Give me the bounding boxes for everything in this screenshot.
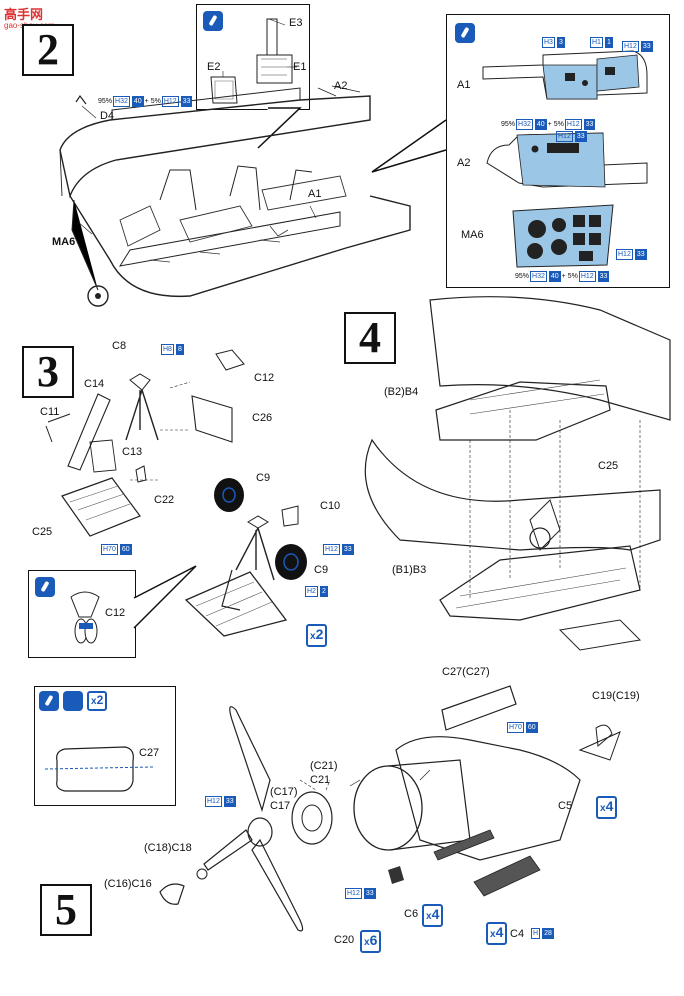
label-C26: C26 <box>252 412 273 424</box>
step-number-2: 2 <box>22 24 74 76</box>
label-C6: C6 <box>404 908 419 920</box>
label-C12: C12 <box>254 372 275 384</box>
wheel-detail-drawing <box>70 591 100 644</box>
step4-wing-drawing <box>364 296 671 651</box>
quantity-badge-C4: x4 <box>486 922 508 945</box>
step-number-4: 4 <box>344 312 396 364</box>
quantity-badge-step3: x2 <box>306 624 328 647</box>
label-E1: E1 <box>293 61 307 73</box>
label-B1B3: (B1)B3 <box>392 564 427 576</box>
label-C9-upper: C9 <box>256 472 271 484</box>
label-A2-inset: A2 <box>457 157 471 169</box>
label-MA6: MA6 <box>52 236 76 248</box>
label-A1: A1 <box>308 188 322 200</box>
label-D4: D4 <box>100 110 115 122</box>
seat-drawing <box>210 18 297 104</box>
label-C5: C5 <box>558 800 573 812</box>
step3-wheel-inset: C12 <box>28 570 136 658</box>
label-C10: C10 <box>320 500 341 512</box>
label-C17-paren: (C17) <box>270 786 298 798</box>
label-C21: C21 <box>310 774 331 786</box>
paint-tool-icon <box>39 691 59 711</box>
label-C22: C22 <box>154 494 175 506</box>
label-E2: E2 <box>207 61 221 73</box>
watermark-logo: 高手网 <box>4 8 44 23</box>
label-C20: C20 <box>334 934 355 946</box>
label-C11: C11 <box>40 406 60 418</box>
label-C25-step4: C25 <box>598 460 619 472</box>
label-E3: E3 <box>289 17 303 29</box>
step2-seat-inset: E3 E2 E1 <box>196 4 310 110</box>
paint-tool-icon <box>203 11 223 31</box>
step2-fuselage-drawing <box>59 85 411 307</box>
step3-landing-gear-drawing <box>45 349 307 637</box>
label-MA6-inset: MA6 <box>461 229 484 241</box>
label-C13: C13 <box>122 446 143 458</box>
paint-tool-icon <box>455 23 475 43</box>
label-C27-inset: C27 <box>139 747 160 759</box>
step5-engine-drawing <box>159 685 621 932</box>
label-C19: C19(C19) <box>592 690 640 702</box>
panel-drawings <box>482 50 648 268</box>
label-C16: (C16)C16 <box>104 878 152 890</box>
label-C25-step3: C25 <box>32 526 53 538</box>
quantity-badge-C5: x4 <box>596 796 618 819</box>
label-C9-lower: C9 <box>314 564 329 576</box>
label-C14: C14 <box>84 378 105 390</box>
label-C12-inset: C12 <box>105 607 126 619</box>
label-B2B4: (B2)B4 <box>384 386 419 398</box>
step-number-3: 3 <box>22 346 74 398</box>
label-C18: (C18)C18 <box>144 842 192 854</box>
label-A1-inset: A1 <box>457 79 471 91</box>
label-A2: A2 <box>334 80 348 92</box>
quantity-badge-inset: x2 <box>87 691 108 711</box>
step-number-5: 5 <box>40 884 92 936</box>
quantity-badge-C20: x6 <box>360 930 382 953</box>
label-C17: C17 <box>270 800 291 812</box>
quantity-badge-C6: x4 <box>422 904 444 927</box>
cowl-panel-drawing <box>44 746 154 792</box>
label-C21-paren: (C21) <box>310 760 338 772</box>
step5-cowl-inset: x2 C27 <box>34 686 176 806</box>
paint-tool-icon <box>35 577 55 597</box>
cutting-tool-icon <box>63 691 83 711</box>
label-C8: C8 <box>112 340 127 352</box>
label-C4: C4 <box>510 928 525 940</box>
label-C27: C27(C27) <box>442 666 490 678</box>
